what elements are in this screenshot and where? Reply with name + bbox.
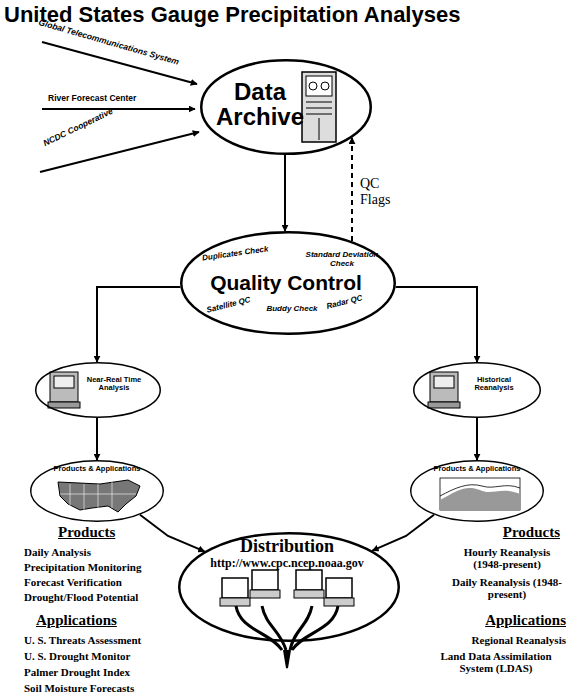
node-text: Distribution	[178, 537, 396, 557]
node-text: http://www.cpc.ncep.noaa.gov	[178, 557, 396, 570]
list-item: Regional Reanalysis	[436, 634, 566, 646]
computer-icon	[48, 372, 80, 408]
section-heading: Applications	[36, 612, 146, 629]
list-item: Soil Moisture Forecasts	[24, 682, 194, 694]
diagram-title: United States Gauge Precipitation Analys…	[4, 3, 460, 27]
edge-label: QC Flags	[360, 176, 400, 208]
node-label: Data Archive	[212, 79, 308, 129]
us-map	[58, 480, 140, 512]
list-item: Precipitation Monitoring	[24, 561, 184, 573]
section-heading: Products	[470, 524, 560, 541]
list-item: Palmer Drought Index	[24, 666, 194, 678]
flow-arrow	[284, 155, 286, 231]
ellipse-node: Duplicates CheckStandard Deviation Check…	[180, 231, 396, 335]
precip-chart	[440, 478, 520, 510]
node-text: Buddy Check	[262, 305, 322, 314]
server-icon	[302, 72, 336, 142]
ellipse-node: Products & Applications	[410, 460, 544, 522]
flow-arrow	[140, 515, 205, 552]
input-arrow	[42, 108, 195, 110]
flow-arrow	[372, 515, 434, 551]
ellipse-node: Historical Reanalysis	[413, 362, 541, 418]
node-label: Historical Reanalysis	[461, 376, 527, 393]
list-item: Hourly Reanalysis (1948-present)	[448, 546, 566, 570]
node-label: Near-Real Time Analysis	[81, 376, 147, 393]
flow-arrow	[97, 287, 180, 362]
ellipse-node: Products & Applications	[30, 460, 164, 522]
ellipse-node: Distributionhttp://www.cpc.ncep.noaa.gov	[178, 532, 400, 642]
section-heading: Products	[58, 524, 148, 541]
node-label: Products & Applications	[47, 465, 147, 473]
ellipse-node: Near-Real Time Analysis	[35, 362, 161, 418]
computer-icon	[428, 372, 460, 408]
network-computers	[220, 570, 354, 668]
list-item: River Forecast Center	[48, 94, 168, 103]
list-item: U. S. Threats Assessment	[24, 634, 194, 646]
node-text: Quality Control	[180, 271, 392, 294]
ellipse-node: Data Archive	[200, 59, 372, 155]
list-item: U. S. Drought Monitor	[24, 650, 194, 662]
flow-arrow	[476, 418, 478, 460]
list-item: Forecast Verification	[24, 576, 184, 588]
list-item: Drought/Flood Potential	[24, 591, 184, 603]
node-label: Products & Applications	[427, 465, 527, 473]
flow-arrow	[96, 418, 98, 460]
flow-arrow	[396, 287, 477, 362]
node-text: Standard Deviation Check	[304, 251, 380, 269]
dashed-arrow	[351, 138, 353, 241]
ellipse-outline	[35, 362, 161, 418]
list-item: Daily Reanalysis (1948-present)	[448, 576, 566, 600]
list-item: Daily Analysis	[24, 546, 184, 558]
section-heading: Applications	[456, 612, 566, 629]
list-item: Land Data Assimilation System (LDAS)	[426, 650, 566, 674]
node-text: Satellite QC	[206, 291, 270, 315]
node-text: Radar QC	[326, 291, 377, 312]
